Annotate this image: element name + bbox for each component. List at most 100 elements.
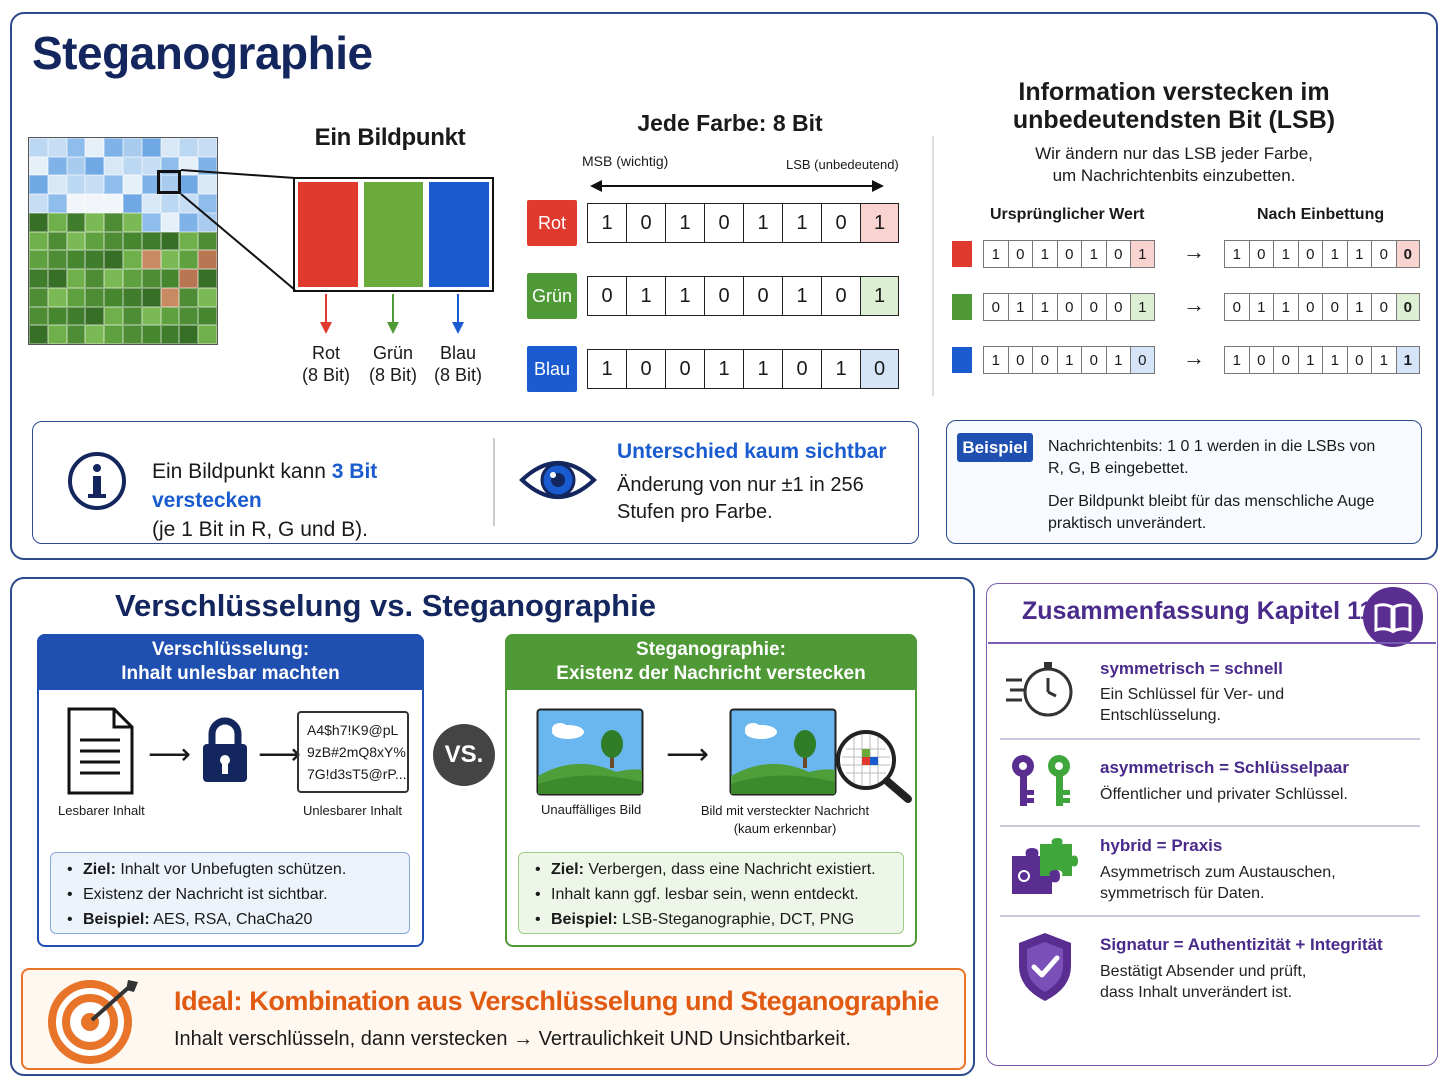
pixel-cell xyxy=(198,138,217,157)
pixel-cell xyxy=(141,250,161,270)
bit-cell: 1 xyxy=(1032,240,1057,268)
bits-heading: Jede Farbe: 8 Bit xyxy=(637,110,823,136)
pixel-cell xyxy=(122,194,142,213)
bit-cell: 0 xyxy=(1081,293,1106,321)
pixel-cell xyxy=(104,212,123,232)
bit-cell: 0 xyxy=(1395,240,1420,268)
pixel-cell xyxy=(47,175,67,195)
bit-cell: 0 xyxy=(665,349,704,389)
encryption-bullets-box: Ziel: Inhalt vor Unbefugten schützen. Ex… xyxy=(50,852,410,934)
pixel-cell xyxy=(122,325,142,344)
bit-cell: 0 xyxy=(1105,240,1130,268)
enc-title2: Inhalt unlesbar machten xyxy=(121,663,340,684)
summary-item-text: Ein Schlüssel für Ver- und Entschlüsselu… xyxy=(1100,684,1284,726)
summary-item-text: Öffentlicher und privater Schlüssel. xyxy=(1100,784,1348,805)
pixel-cell xyxy=(29,156,48,176)
pixel-cell xyxy=(160,269,180,288)
channel-bits: (8 Bit) xyxy=(433,365,482,385)
pixel-cell xyxy=(179,250,199,270)
example-line2: R, G, B eingebettet. xyxy=(1048,460,1189,477)
bullet-bold: Ziel: xyxy=(551,861,584,878)
channel-bits: (8 Bit) xyxy=(368,365,417,385)
pixel-cell xyxy=(66,156,86,176)
bit-cell: 0 xyxy=(626,203,665,243)
bit-cell: 0 xyxy=(1371,293,1396,321)
pixel-cell xyxy=(122,250,142,270)
pixel-cell xyxy=(85,287,105,307)
bit-cell: 1 xyxy=(1224,240,1249,268)
bullet-text: AES, RSA, ChaCha20 xyxy=(149,911,313,928)
bit-cell: 0 xyxy=(1297,240,1322,268)
bit-cell: 0 xyxy=(704,276,743,316)
bit-cell: 0 xyxy=(1130,346,1155,374)
summary-line2: Entschlüsselung. xyxy=(1100,707,1221,724)
summary-line1: Asymmetrisch zum Austauschen, xyxy=(1100,864,1336,881)
summary-item-title: Signatur = Authentizität + Integrität xyxy=(1100,935,1383,954)
lsb-description: Wir ändern nur das LSB jeder Farbe, um N… xyxy=(950,143,1398,187)
pixel-cell xyxy=(122,156,142,176)
summary-line2: symmetrisch für Daten. xyxy=(1100,885,1265,902)
bit-cell: 1 xyxy=(1395,346,1420,374)
summary-line1: Bestätigt Absender und prüft, xyxy=(1100,963,1307,980)
zoom-lines xyxy=(180,169,296,291)
pixel-cell xyxy=(29,269,48,288)
pixel-cell xyxy=(122,287,142,307)
bit-cell: 1 xyxy=(587,203,626,243)
channel-label-green: Grün (8 Bit) xyxy=(363,342,423,386)
pixel-cell xyxy=(160,231,180,251)
bit-cell: 1 xyxy=(1224,346,1249,374)
pixel-cell xyxy=(85,325,105,344)
bit-cell: 1 xyxy=(743,203,782,243)
document-icon xyxy=(67,707,134,795)
bit-cell: 0 xyxy=(1395,293,1420,321)
pixel-cell xyxy=(160,287,180,307)
magnifier-icon xyxy=(836,730,912,803)
list-item: Ziel: Verbergen, dass eine Nachricht exi… xyxy=(531,857,903,882)
pixel-cell xyxy=(122,212,142,232)
pixel-cell xyxy=(104,156,123,176)
bit-cell: 1 xyxy=(821,349,860,389)
steganography-bullets-box: Ziel: Verbergen, dass eine Nachricht exi… xyxy=(518,852,904,934)
pixel-cell xyxy=(141,212,161,232)
pixel-cell xyxy=(29,250,48,270)
pixel-cell xyxy=(160,212,180,232)
pixel-cell xyxy=(179,212,199,232)
bit-cell: 0 xyxy=(1224,293,1249,321)
example-badge: Beispiel xyxy=(957,433,1033,462)
channel-tag: Blau xyxy=(527,346,577,392)
compare-heading: Verschlüsselung vs. Steganographie xyxy=(115,588,656,623)
bit-cell: 1 xyxy=(860,276,899,316)
pixel-cell xyxy=(29,194,48,213)
bullet-bold: Ziel: xyxy=(83,861,116,878)
bit-cell: 1 xyxy=(1130,240,1155,268)
info-highlight: 3 Bit verstecken xyxy=(152,460,378,512)
pixel-cell xyxy=(66,194,86,213)
pixel-cell xyxy=(141,156,161,176)
pixel-cell xyxy=(66,325,86,344)
summary-item-text: Asymmetrisch zum Austauschen, symmetrisc… xyxy=(1100,862,1336,904)
msb-label: MSB (wichtig) xyxy=(582,153,669,169)
pixel-cell xyxy=(85,175,105,195)
bit-cell: 0 xyxy=(1081,346,1106,374)
lsb-heading-line2: unbedeutendsten Bit (LSB) xyxy=(1012,106,1336,134)
pixel-cell xyxy=(47,325,67,344)
summary-item-text: Bestätigt Absender und prüft, dass Inhal… xyxy=(1100,961,1306,1003)
pixel-cell xyxy=(179,287,199,307)
pixel-cell xyxy=(104,325,123,344)
bit-cell: 0 xyxy=(1248,240,1273,268)
pixel-cell xyxy=(122,138,142,157)
pixel-cell xyxy=(29,212,48,232)
pixel-cell xyxy=(104,306,123,326)
bullet-text: Existenz der Nachricht ist sichtbar. xyxy=(83,886,328,903)
list-item: Existenz der Nachricht ist sichtbar. xyxy=(63,882,409,907)
pixel-cell xyxy=(104,175,123,195)
lsb-desc-line2: um Nachrichtenbits einzubetten. xyxy=(1052,166,1296,185)
summary-divider xyxy=(1000,738,1420,740)
bit-cell: 1 xyxy=(704,349,743,389)
pixel-cell xyxy=(47,156,67,176)
list-item: Inhalt kann ggf. lesbar sein, wenn entde… xyxy=(531,882,903,907)
bit-cell: 0 xyxy=(821,203,860,243)
pixel-cell xyxy=(141,269,161,288)
bit-cell: 0 xyxy=(983,293,1008,321)
